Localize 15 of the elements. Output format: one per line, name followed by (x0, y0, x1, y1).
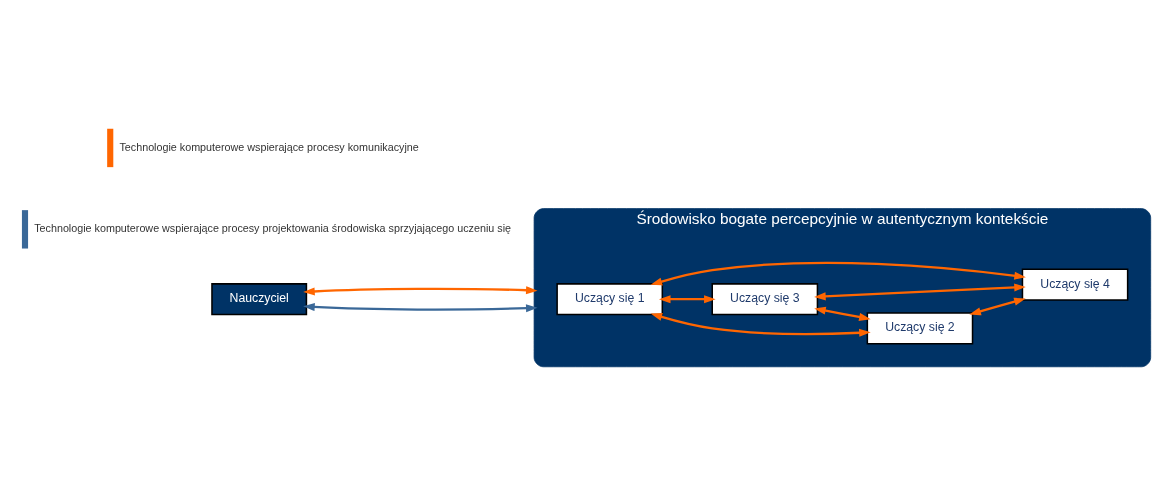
node-box: Nauczyciel (211, 282, 308, 315)
arrow (659, 294, 716, 303)
arrow (650, 261, 1026, 285)
legend-label: Technologie komputerowe wspierające procesy projektowania środowiska sprzyjającego uczeniu się (34, 221, 512, 234)
arrow (650, 312, 871, 337)
arrow (814, 282, 1026, 300)
arrow (303, 285, 538, 295)
node-box: Uczący się 3 (711, 282, 819, 315)
arrow (969, 297, 1026, 315)
node-box: Uczący się 2 (866, 311, 974, 344)
arrow (303, 302, 538, 312)
node-box: Uczący się 1 (556, 282, 664, 315)
node-box: Uczący się 4 (1021, 268, 1129, 301)
arrow (814, 306, 871, 321)
legend-label: Technologie komputerowe wspierające procesy komunikacyjne (119, 140, 419, 153)
